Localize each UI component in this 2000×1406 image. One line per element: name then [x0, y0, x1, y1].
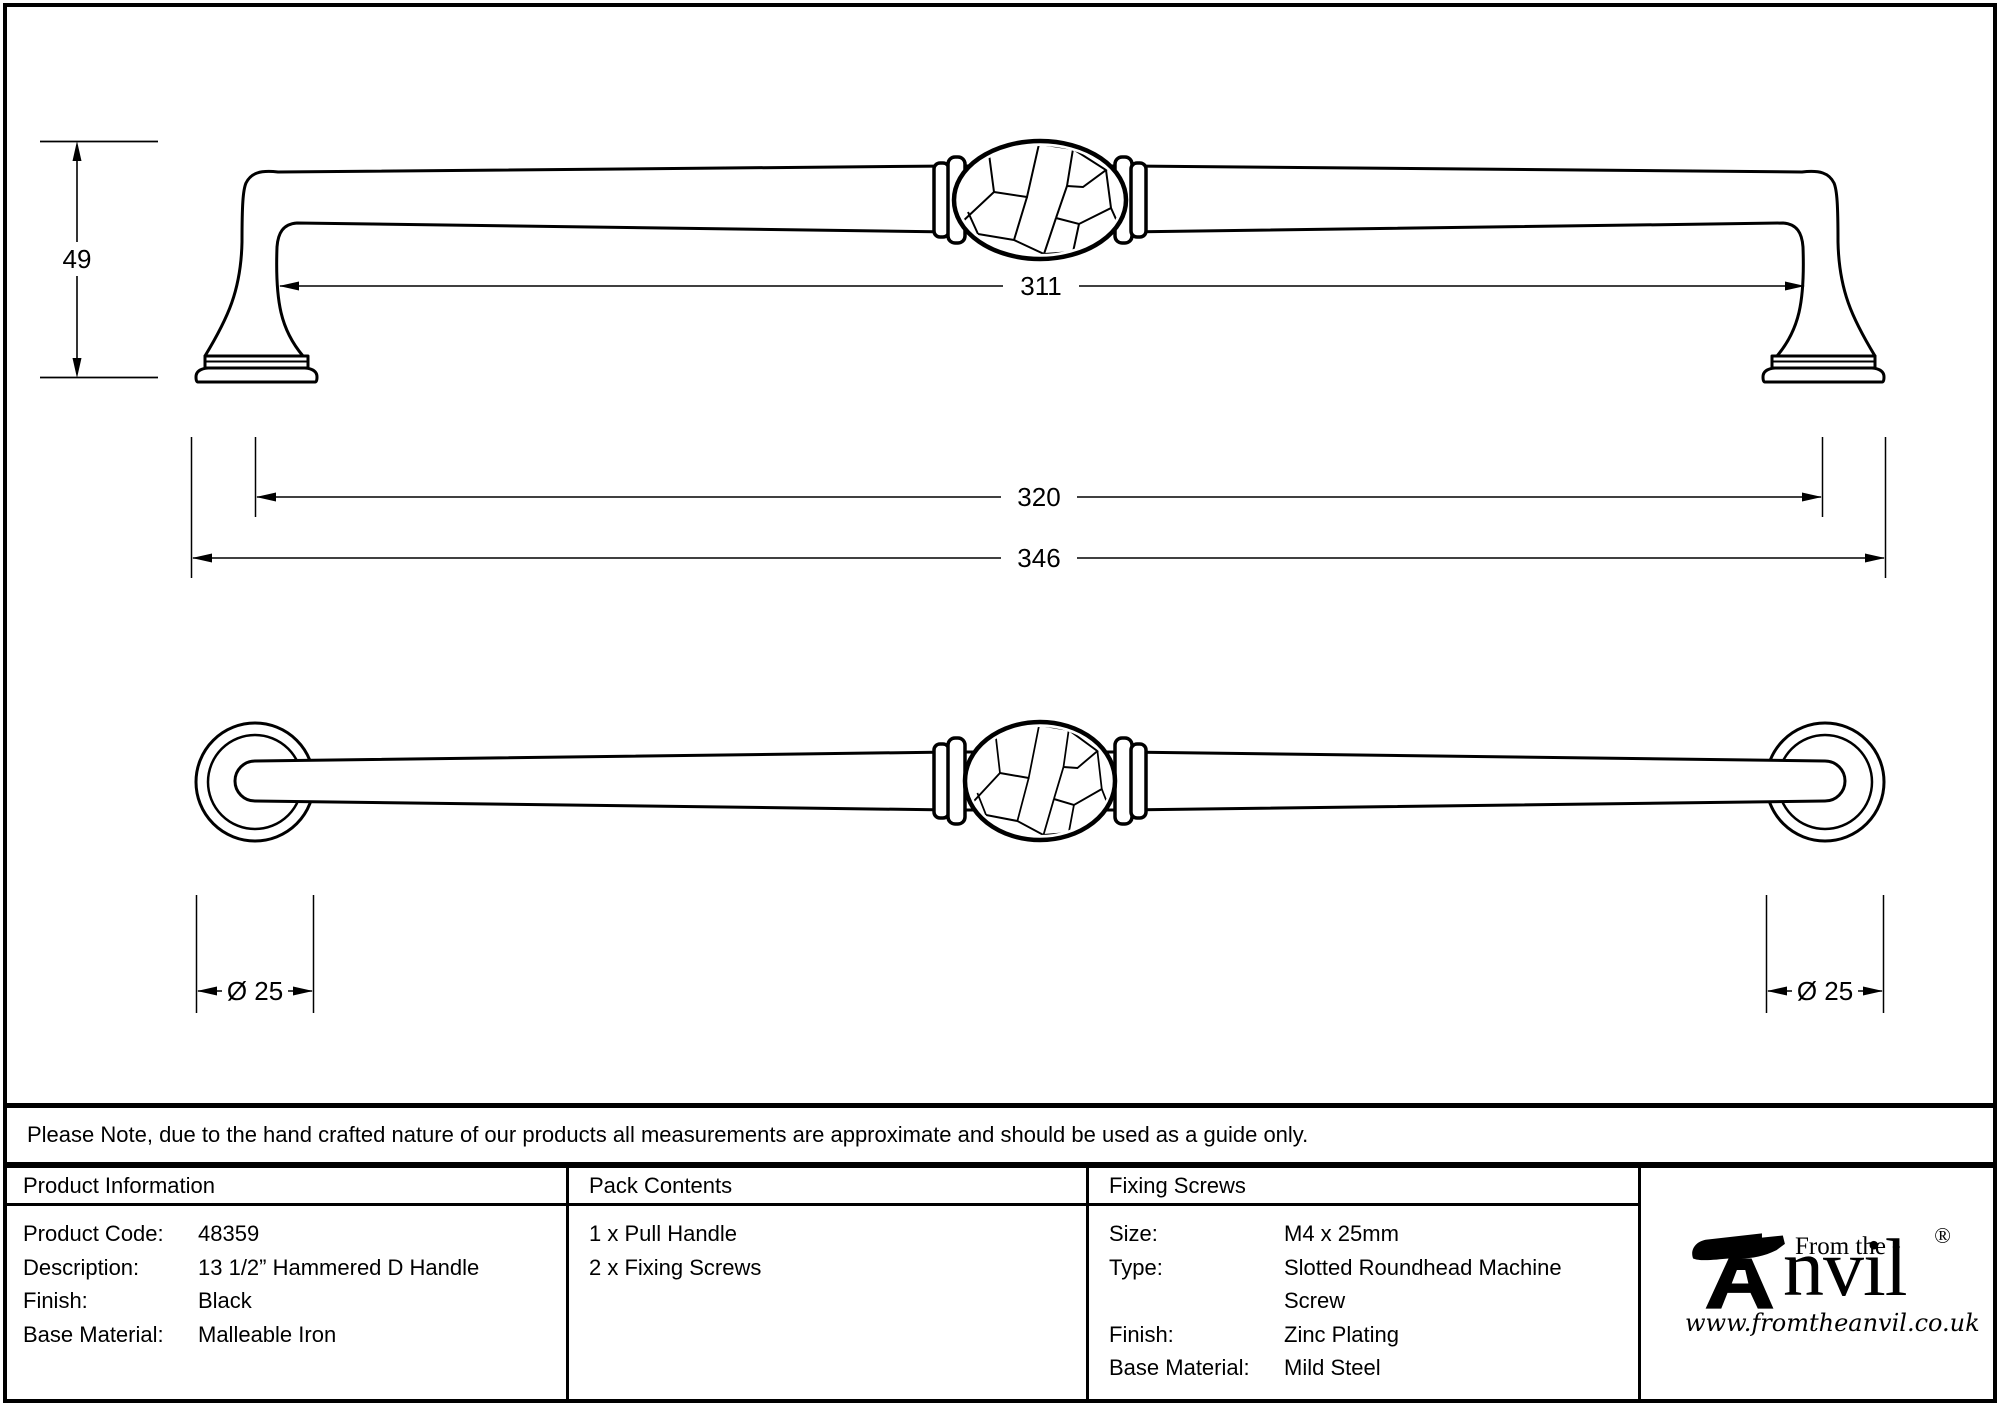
table-row: Product Code: 48359 [23, 1221, 260, 1246]
note-text: Please Note, due to the hand crafted nat… [27, 1122, 1309, 1147]
dim-centres-label: 320 [1017, 482, 1060, 512]
brand-logo-cell: From the♦ nvil ® www.fromtheanvil.co.uk [1641, 1168, 1997, 1401]
plan-dimensions: Ø 25 Ø 25 [195, 895, 1885, 1013]
table-row: Size: M4 x 25mm [1109, 1221, 1399, 1246]
list-item: 1 x Pull Handle [589, 1221, 737, 1246]
table-row: Type: Slotted Roundhead Machine Screw [1109, 1254, 1562, 1314]
anvil-icon [1692, 1232, 1785, 1309]
handle-body [203, 164, 1877, 358]
table-row: Description: 13 1/2” Hammered D Handle [23, 1254, 480, 1280]
plan-hammered-knob [962, 719, 1118, 843]
registered-mark: ® [1934, 1222, 1951, 1248]
product-information-cell: Product Code: 48359 Description: 13 1/2”… [3, 1206, 569, 1401]
header-product-information: Product Information [3, 1168, 569, 1206]
table-row: Base Material: Mild Steel [1109, 1355, 1381, 1380]
dim-rose-left-label: Ø 25 [227, 976, 283, 1006]
fixing-screws-cell: Size: M4 x 25mm Type: Slotted Roundhead … [1089, 1206, 1641, 1401]
table-row: Finish: Black [23, 1288, 252, 1313]
list-item: 2 x Fixing Screws [589, 1254, 762, 1280]
left-foot-base [194, 366, 319, 384]
header-fixing-screws: Fixing Screws [1089, 1168, 1641, 1206]
logo-prefix: From the♦ [1795, 1232, 1901, 1260]
plan-view [194, 719, 1886, 843]
table-row: Base Material: Malleable Iron [23, 1321, 337, 1347]
right-foot-base [1761, 366, 1886, 384]
dim-overall-label: 346 [1017, 543, 1060, 573]
dim-height-label: 49 [63, 244, 92, 274]
technical-drawing: 49 311 320 346 [40, 138, 1887, 1013]
note-bar: Please Note, due to the hand crafted nat… [3, 1103, 1997, 1165]
dim-rose-right-label: Ø 25 [1797, 976, 1853, 1006]
front-hammered-knob [951, 138, 1129, 262]
logo-website: www.fromtheanvil.co.uk [1685, 1308, 1980, 1337]
dim-span-label: 311 [1020, 271, 1061, 301]
front-dimensions: 49 311 320 346 [40, 140, 1887, 578]
front-view [194, 138, 1886, 384]
logo-name: nvil [1783, 1221, 1908, 1313]
table-row: Finish: Zinc Plating [1109, 1321, 1399, 1347]
from-the-anvil-logo: From the♦ nvil ® www.fromtheanvil.co.uk [1685, 1222, 1980, 1341]
pack-contents-cell: 1 x Pull Handle 2 x Fixing Screws [569, 1206, 1089, 1401]
header-pack-contents: Pack Contents [569, 1168, 1089, 1206]
diamond-icon: ♦ [1891, 1236, 1901, 1256]
spec-table: Product Information Pack Contents Fixing… [3, 1165, 1997, 1401]
